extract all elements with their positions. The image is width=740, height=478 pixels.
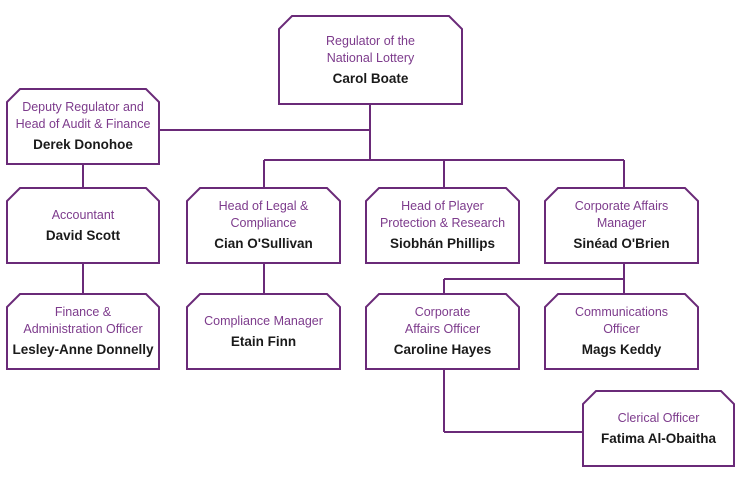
node-corporate: Corporate Affairs Manager Sinéad O'Brien xyxy=(544,187,699,264)
role-line: Finance & xyxy=(54,305,112,319)
role-line: Protection & Research xyxy=(379,216,506,230)
person-name: David Scott xyxy=(45,227,121,243)
role-line: Communications xyxy=(574,305,669,319)
node-accountant: Accountant David Scott xyxy=(6,187,160,264)
node-compliance: Compliance Manager Etain Finn xyxy=(186,293,341,370)
person-name: Fatima Al-Obaitha xyxy=(600,430,716,446)
role-line: Officer xyxy=(603,322,640,336)
node-clerical: Clerical Officer Fatima Al-Obaitha xyxy=(582,390,735,467)
node-communications: Communications Officer Mags Keddy xyxy=(544,293,699,370)
role-line: National Lottery xyxy=(326,50,415,65)
node-frame xyxy=(582,390,735,467)
person-name: Carol Boate xyxy=(332,70,409,86)
role-line: Administration Officer xyxy=(23,322,143,336)
node-finance: Finance & Administration Officer Lesley-… xyxy=(6,293,160,370)
role-line: Head of Audit & Finance xyxy=(15,117,151,131)
role-line: Compliance Manager xyxy=(204,313,323,328)
role-line: Regulator of the xyxy=(326,33,415,48)
role-line: Head of Legal & xyxy=(218,199,309,213)
node-frame xyxy=(186,187,341,264)
person-name: Sinéad O'Brien xyxy=(573,236,670,251)
person-name: Derek Donohoe xyxy=(33,137,133,152)
role-line: Clerical Officer xyxy=(617,410,700,425)
node-frame xyxy=(278,15,463,105)
role-line: Manager xyxy=(596,216,647,230)
person-name: Caroline Hayes xyxy=(393,342,492,357)
node-frame xyxy=(365,187,520,264)
node-frame xyxy=(544,293,699,370)
role-line: Accountant xyxy=(51,207,115,222)
role-line: Compliance xyxy=(230,216,297,230)
node-frame xyxy=(6,187,160,264)
person-name: Mags Keddy xyxy=(581,342,662,357)
node-frame xyxy=(6,293,160,370)
node-player: Head of Player Protection & Research Sio… xyxy=(365,187,520,264)
node-frame xyxy=(6,88,160,165)
role-line: Deputy Regulator and xyxy=(22,100,144,114)
node-deputy: Deputy Regulator and Head of Audit & Fin… xyxy=(6,88,160,165)
person-name: Siobhán Phillips xyxy=(389,236,495,251)
node-frame xyxy=(544,187,699,264)
node-frame xyxy=(186,293,341,370)
role-line: Affairs Officer xyxy=(404,322,481,336)
node-frame xyxy=(365,293,520,370)
node-corporate-officer: Corporate Affairs Officer Caroline Hayes xyxy=(365,293,520,370)
person-name: Etain Finn xyxy=(230,333,297,349)
role-line: Head of Player xyxy=(401,199,484,213)
node-legal: Head of Legal & Compliance Cian O'Sulliv… xyxy=(186,187,341,264)
role-line: Corporate xyxy=(414,305,471,319)
role-line: Corporate Affairs xyxy=(574,199,669,213)
person-name: Cian O'Sullivan xyxy=(214,236,313,251)
person-name: Lesley-Anne Donnelly xyxy=(12,342,154,357)
node-regulator: Regulator of the National Lottery Carol … xyxy=(278,15,463,105)
